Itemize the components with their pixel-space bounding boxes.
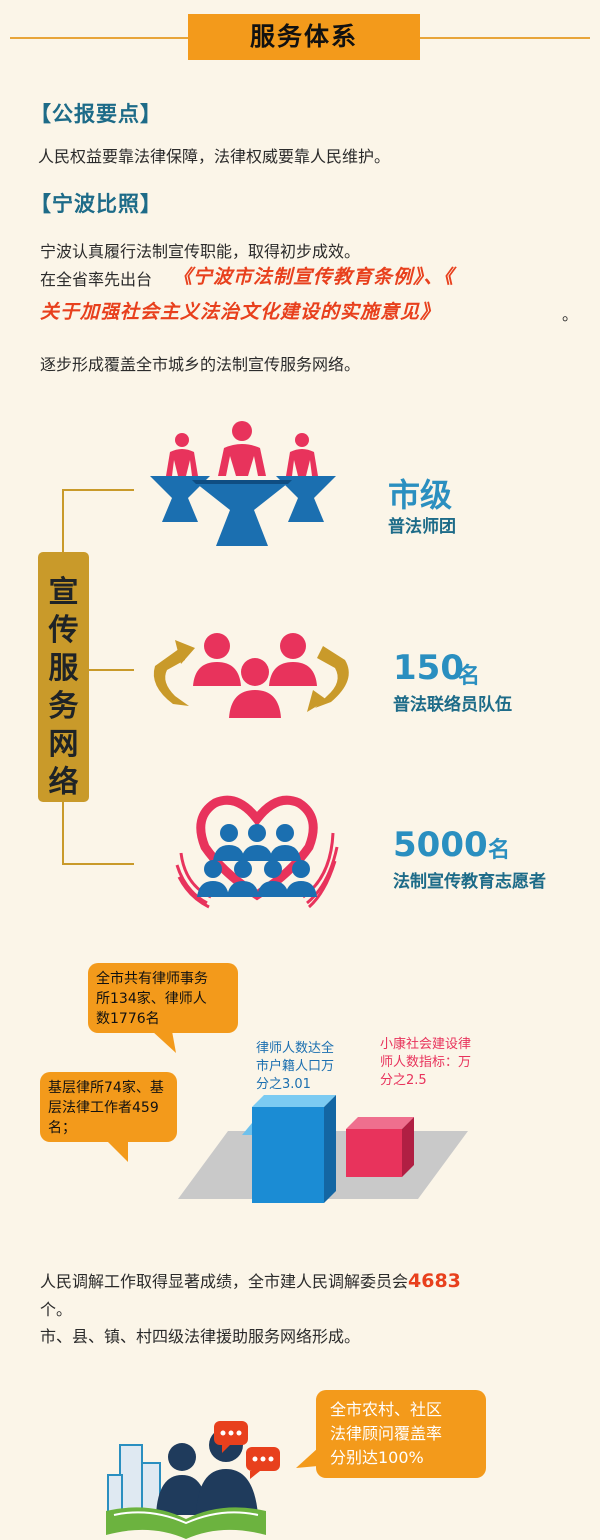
- network-vertical-label: 宣 传 服 务 网 络: [38, 552, 89, 802]
- coverage-rate-bubble: 全市农村、社区 法律顾问覆盖率 分别达100%: [316, 1390, 486, 1478]
- vertical-char: 络: [48, 765, 79, 800]
- bubble-tail: [106, 1140, 128, 1162]
- bubble-line: 名；: [48, 1120, 76, 1136]
- bubble-line: 基层律所74家、基: [48, 1080, 164, 1096]
- ningbo-line3: 逐步形成覆盖全市城乡的法制宣传服务网络。: [40, 355, 361, 374]
- bar-label-line: 师人数指标：万: [380, 1055, 472, 1070]
- legal-consultant-icon: [106, 1421, 280, 1539]
- ningbo-line2-prefix: 在全省率先出台: [40, 270, 153, 289]
- bubble-tail: [296, 1448, 318, 1468]
- mediation-line1-end: 个。: [40, 1300, 73, 1319]
- bulletin-text: 人民权益要靠法律保障，法律权威要靠人民维护。: [38, 147, 391, 166]
- bracket-middle-horizontal: [89, 669, 134, 671]
- vertical-char: 宣: [48, 575, 79, 610]
- ningbo-doc1: 《宁波市法制宣传教育条例》、《: [173, 266, 455, 288]
- bracket-bottom-vertical: [62, 802, 64, 864]
- page-title: 服务体系: [188, 14, 420, 60]
- bubble-line: 全市共有律师事务: [96, 971, 208, 987]
- blue-bar-label: 律师人数达全 市户籍人口万 分之3.01: [256, 1040, 334, 1094]
- ningbo-title: 【宁波比照】: [30, 192, 162, 216]
- header-line-left: [10, 37, 188, 39]
- bubble-line: 所134家、律师人: [96, 991, 207, 1007]
- mediation-line1: 人民调解工作取得显著成绩，全市建人民调解委员会4683: [40, 1268, 461, 1292]
- bar-label-line: 市户籍人口万: [256, 1059, 335, 1074]
- bar-label-line: 律师人数达全: [256, 1041, 335, 1056]
- bubble-line: 数1776名: [96, 1011, 160, 1027]
- bar-comparison-graphic: [178, 1095, 468, 1203]
- liaison-group-icon: [153, 633, 349, 718]
- grassroots-bubble: 基层律所74家、基 层法律工作者459 名；: [40, 1072, 177, 1142]
- network-item1-sub: 普法师团: [388, 517, 456, 537]
- network-item2-sub: 普法联络员队伍: [393, 695, 512, 715]
- bar-label-line: 小康社会建设律: [380, 1037, 472, 1052]
- network-item2-unit: 名: [458, 664, 481, 689]
- lawyer-firms-bubble: 全市共有律师事务 所134家、律师人 数1776名: [88, 963, 238, 1033]
- bar-label-line: 分之3.01: [256, 1077, 311, 1092]
- mediation-count: 4683: [408, 1270, 461, 1292]
- vertical-char: 务: [48, 689, 79, 724]
- network-item1-main: 市级: [388, 476, 453, 514]
- bulletin-title: 【公报要点】: [30, 102, 162, 126]
- network-item2-number: 150: [393, 648, 464, 688]
- red-bar-label: 小康社会建设律 师人数指标：万 分之2.5: [380, 1036, 471, 1090]
- bar-label-line: 分之2.5: [380, 1073, 427, 1088]
- mediation-line1-prefix: 人民调解工作取得显著成绩，全市建人民调解委员会: [40, 1272, 409, 1291]
- mediation-line2: 市、县、镇、村四级法律援助服务网络形成。: [40, 1327, 361, 1346]
- header-line-right: [420, 37, 590, 39]
- lecture-group-icon: [150, 421, 336, 546]
- bracket-top-vertical: [62, 489, 64, 552]
- bracket-bottom-horizontal: [62, 863, 134, 865]
- bubble-line: 分别达100%: [330, 1448, 424, 1467]
- blue-bar: [242, 1095, 336, 1203]
- bubble-tail: [152, 1031, 176, 1053]
- ningbo-line1: 宁波认真履行法制宣传职能，取得初步成效。: [40, 242, 361, 261]
- network-item3-unit: 名: [488, 838, 511, 863]
- bubble-line: 全市农村、社区: [330, 1400, 443, 1419]
- network-item3-sub: 法制宣传教育志愿者: [393, 872, 546, 892]
- vertical-char: 服: [48, 651, 79, 686]
- ningbo-doc2-end: 。: [562, 305, 579, 324]
- bubble-line: 层法律工作者459: [48, 1100, 159, 1116]
- volunteer-heart-icon: [175, 795, 339, 909]
- bracket-top-horizontal: [62, 489, 134, 491]
- bubble-line: 法律顾问覆盖率: [330, 1424, 443, 1443]
- ningbo-doc2: 关于加强社会主义法治文化建设的实施意见》: [40, 301, 441, 323]
- network-item3-number: 5000: [393, 825, 488, 865]
- vertical-char: 网: [48, 727, 79, 762]
- vertical-char: 传: [48, 613, 79, 648]
- red-bar: [346, 1117, 414, 1177]
